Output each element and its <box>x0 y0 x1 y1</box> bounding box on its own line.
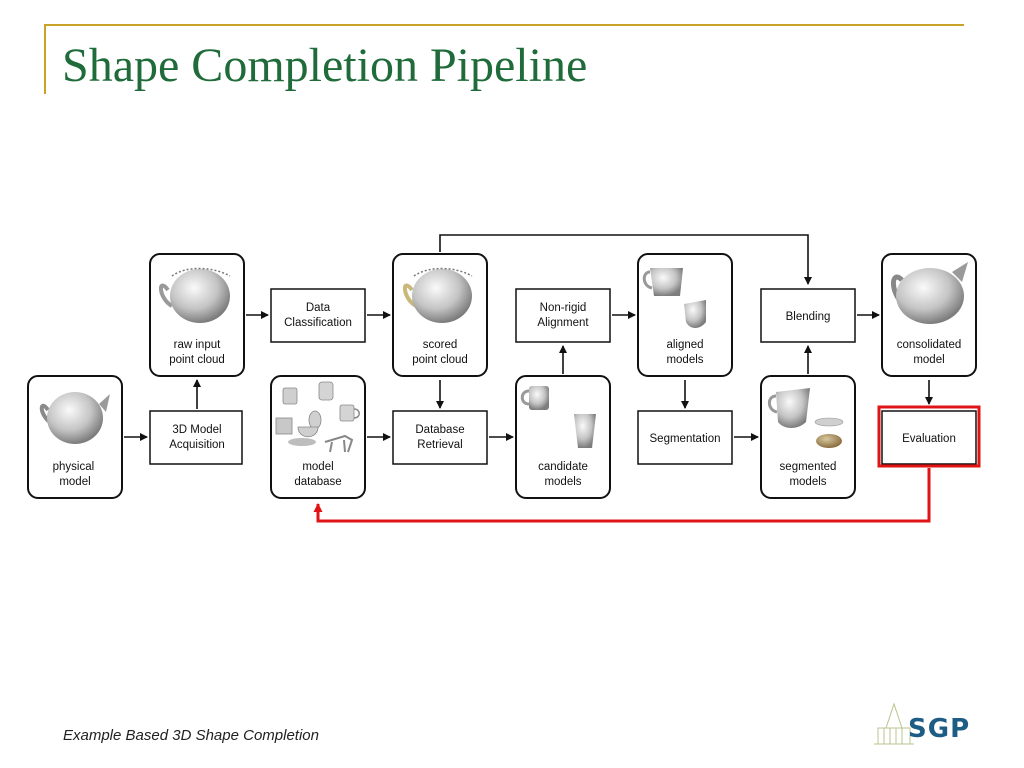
label-consolidated-line-1: consolidated <box>897 339 962 351</box>
label-blending-line-1: Blending <box>786 311 831 323</box>
label-blending: Blending <box>786 311 831 323</box>
label-scored: scored point cloud <box>412 339 468 366</box>
raw-point-cloud-image <box>159 267 231 323</box>
label-segmented-line-1: segmented <box>780 461 837 473</box>
segmented-models-image <box>767 388 844 448</box>
sgp-logo-building-icon <box>874 702 914 745</box>
evaluation-highlight <box>877 405 981 468</box>
label-alignment-line-2: Alignment <box>537 317 589 329</box>
label-physical-model-line-2: model <box>59 476 90 488</box>
label-retrieval-line-1: Database <box>415 424 464 436</box>
model-database-image <box>275 381 360 453</box>
label-evaluation: Evaluation <box>902 433 956 445</box>
label-classification-line-1: Data <box>306 302 331 314</box>
label-consolidated: consolidated model <box>897 339 962 366</box>
feedback-arrow-evaluation-to-database <box>313 468 931 523</box>
label-model-database-line-2: database <box>294 476 341 488</box>
title-rule-left <box>44 24 46 94</box>
label-alignment-line-1: Non-rigid <box>540 302 587 314</box>
label-raw-input-line-2: point cloud <box>169 354 225 366</box>
process-box-retrieval <box>392 410 488 465</box>
candidate-models-image <box>520 386 596 448</box>
label-retrieval-line-2: Retrieval <box>417 439 462 451</box>
label-segmentation-line-1: Segmentation <box>650 433 721 445</box>
label-physical-model-line-1: physical <box>53 461 95 473</box>
label-scored-line-1: scored <box>423 339 458 351</box>
physical-pot-image <box>39 392 110 444</box>
process-box-evaluation <box>881 410 977 465</box>
label-classification-line-2: Classification <box>284 317 352 329</box>
footer-text: Example Based 3D Shape Completion <box>63 727 319 744</box>
label-raw-input: raw input point cloud <box>169 339 225 366</box>
scored-point-cloud-image <box>403 267 473 323</box>
label-raw-input-line-1: raw input <box>174 339 221 351</box>
label-aligned-line-1: aligned <box>666 339 703 351</box>
label-segmentation: Segmentation <box>650 433 721 445</box>
arrow-scored-to-blending <box>439 234 812 285</box>
label-aligned-line-2: models <box>666 354 703 366</box>
label-candidates: candidate models <box>538 461 588 488</box>
label-scored-line-2: point cloud <box>412 354 468 366</box>
label-segmented: segmented models <box>780 461 837 488</box>
label-acquisition-line-1: 3D Model <box>172 424 221 436</box>
label-model-database: model database <box>294 461 341 488</box>
label-consolidated-line-2: model <box>913 354 944 366</box>
label-evaluation-line-1: Evaluation <box>902 433 956 445</box>
sgp-logo-text: SGP <box>908 714 971 744</box>
label-candidates-line-2: models <box>544 476 581 488</box>
process-box-acquisition <box>149 410 243 465</box>
label-acquisition-line-2: Acquisition <box>169 439 225 451</box>
process-box-segmentation <box>637 410 733 465</box>
label-candidates-line-1: candidate <box>538 461 588 473</box>
label-aligned: aligned models <box>666 339 703 366</box>
process-box-blending <box>760 288 856 343</box>
title-rule-top <box>44 24 964 26</box>
consolidated-model-image <box>891 262 968 324</box>
aligned-models-image <box>642 268 706 328</box>
label-segmented-line-2: models <box>789 476 826 488</box>
slide-title: Shape Completion Pipeline <box>62 39 588 92</box>
label-model-database-line-1: model <box>302 461 333 473</box>
process-box-alignment <box>515 288 611 343</box>
label-physical-model: physical model <box>53 461 98 488</box>
process-box-classification <box>270 288 366 343</box>
